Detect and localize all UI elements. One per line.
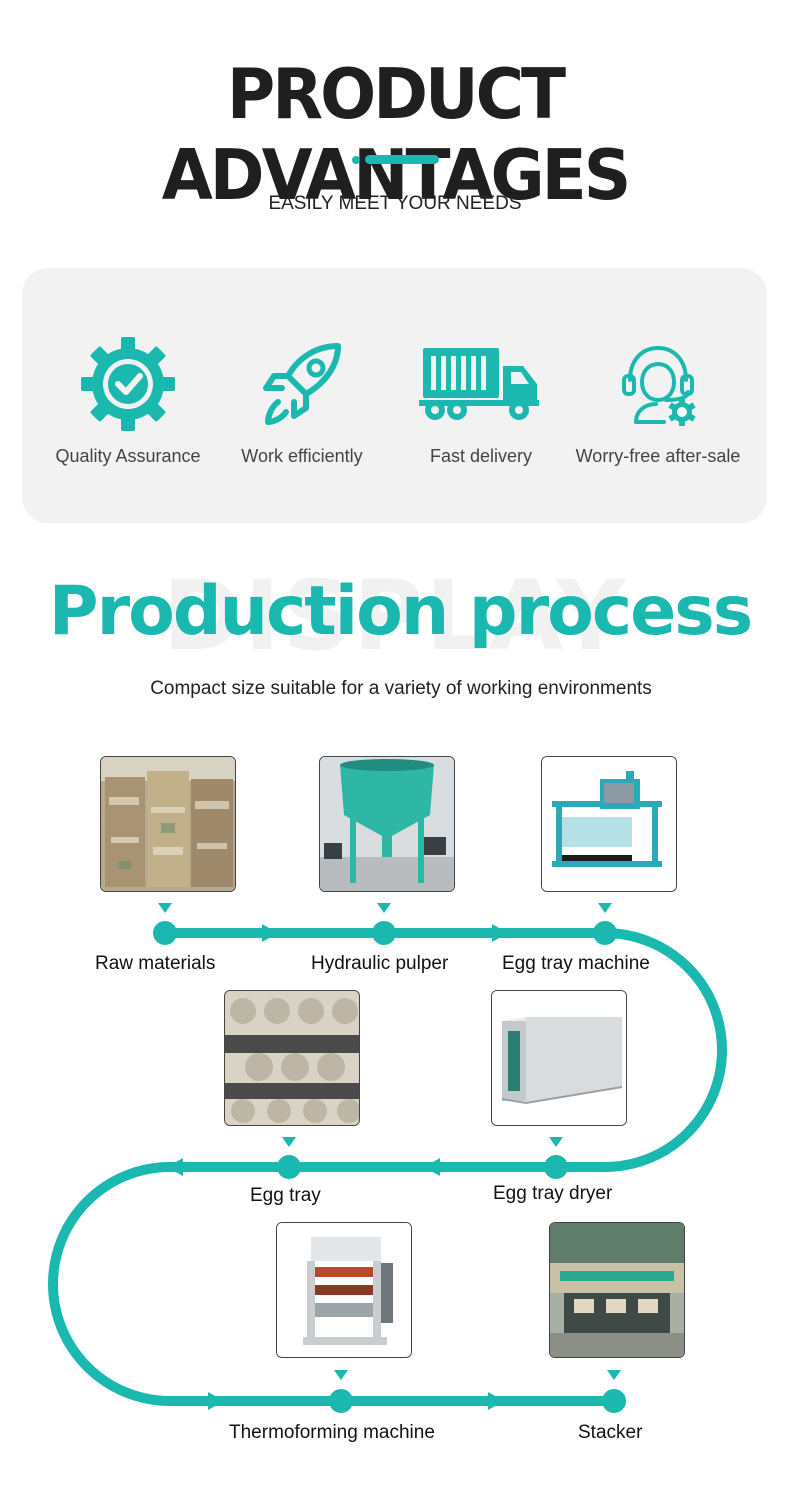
- step-label-egg-tray: Egg tray: [250, 1185, 321, 1206]
- section-title: Production process: [48, 572, 753, 651]
- truck-icon: [391, 338, 571, 430]
- section-subtitle: Compact size suitable for a variety of w…: [150, 678, 652, 699]
- advantage-label: Work efficiently: [241, 446, 363, 466]
- title-underline-dot: [352, 156, 360, 164]
- step-label-raw-materials: Raw materials: [95, 953, 216, 974]
- step-label-egg-tray-dryer: Egg tray dryer: [493, 1183, 613, 1204]
- section-watermark: DISPLAY: [162, 560, 628, 672]
- advantage-delivery: Fast delivery: [391, 338, 571, 467]
- gear-check-icon: [38, 337, 218, 431]
- raw-materials-photo: [100, 756, 236, 892]
- egg-tray-machine-photo: [541, 756, 677, 892]
- page-title: PRODUCT ADVANTAGES: [161, 54, 632, 216]
- advantage-after-sale: Worry-free after-sale: [568, 338, 748, 467]
- thermoforming-machine-photo: [276, 1222, 412, 1358]
- advantage-quality: Quality Assurance: [38, 337, 218, 467]
- advantage-label: Quality Assurance: [55, 446, 201, 466]
- egg-tray-photo: [224, 990, 360, 1126]
- advantage-label: Fast delivery: [429, 446, 533, 466]
- headset-gear-icon: [568, 338, 748, 430]
- hydraulic-pulper-photo: [319, 756, 455, 892]
- step-label-stacker: Stacker: [578, 1422, 643, 1443]
- stacker-photo: [549, 1222, 685, 1358]
- rocket-icon: [212, 338, 392, 430]
- advantage-efficiency: Work efficiently: [212, 338, 392, 467]
- page-subtitle: EASILY MEET YOUR NEEDS: [268, 193, 522, 214]
- title-underline-bar: [365, 155, 439, 164]
- advantage-label: Worry-free after-sale: [575, 446, 741, 466]
- step-label-egg-tray-machine: Egg tray machine: [502, 953, 650, 974]
- step-label-thermoforming-machine: Thermoforming machine: [229, 1422, 435, 1443]
- egg-tray-dryer-photo: [491, 990, 627, 1126]
- step-label-hydraulic-pulper: Hydraulic pulper: [311, 953, 449, 974]
